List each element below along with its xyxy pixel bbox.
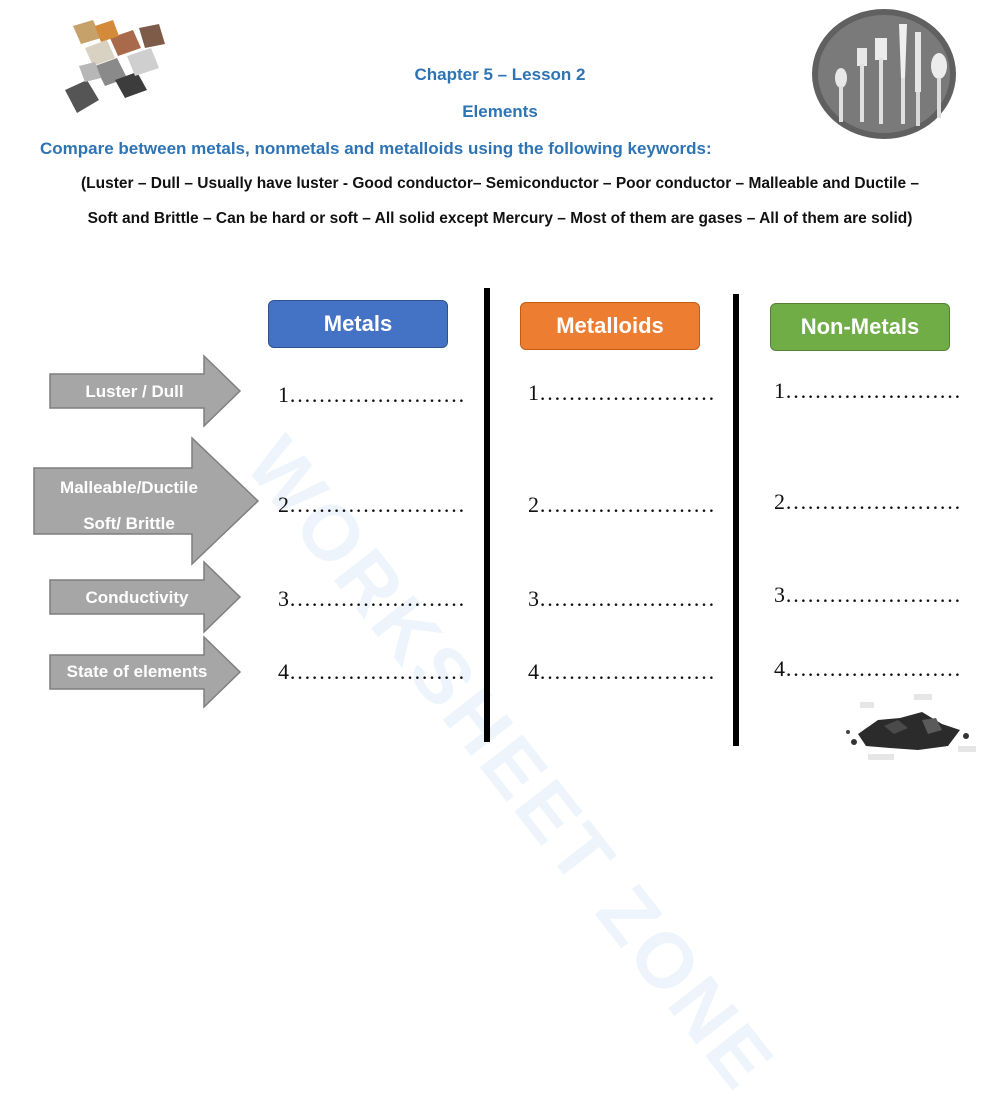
row-label-malleable: Malleable/Ductile bbox=[60, 478, 198, 497]
metals-blank-3[interactable]: 3…………………… bbox=[278, 586, 465, 611]
metalloids-blank-4[interactable]: 4…………………… bbox=[528, 659, 715, 684]
arrow-conductivity bbox=[49, 560, 242, 634]
cutlery-image bbox=[812, 9, 956, 139]
element-cubes-image bbox=[65, 20, 165, 113]
nonmetals-blank-3[interactable]: 3…………………… bbox=[774, 582, 961, 607]
nonmetals-blank-4[interactable]: 4…………………… bbox=[774, 656, 961, 681]
metals-blank-2[interactable]: 2…………………… bbox=[278, 492, 465, 517]
chapter-title: Chapter 5 – Lesson 2 bbox=[414, 65, 586, 84]
divider-left bbox=[484, 288, 490, 742]
divider-right bbox=[733, 294, 739, 746]
instruction-text: Compare between metals, nonmetals and me… bbox=[40, 139, 712, 158]
arrow-malleable bbox=[33, 436, 260, 566]
metals-blank-1[interactable]: 1…………………… bbox=[278, 382, 465, 407]
metalloids-blank-2[interactable]: 2…………………… bbox=[528, 492, 715, 517]
keywords-line-1: (Luster – Dull – Usually have luster - G… bbox=[80, 175, 920, 192]
arrow-luster bbox=[49, 354, 242, 428]
row-label-soft-brittle: Soft/ Brittle bbox=[83, 514, 175, 533]
topic-title: Elements bbox=[462, 102, 538, 121]
metals-blank-4[interactable]: 4…………………… bbox=[278, 659, 465, 684]
nonmetals-header: Non-Metals bbox=[770, 303, 950, 351]
nonmetals-blank-1[interactable]: 1…………………… bbox=[774, 378, 961, 403]
row-label-state: State of elements bbox=[66, 662, 208, 681]
metalloids-blank-3[interactable]: 3…………………… bbox=[528, 586, 715, 611]
row-label-conductivity: Conductivity bbox=[85, 588, 189, 607]
rocks-image bbox=[846, 694, 976, 760]
nonmetals-blank-2[interactable]: 2…………………… bbox=[774, 489, 961, 514]
metalloids-header: Metalloids bbox=[520, 302, 700, 350]
keywords-line-2: Soft and Brittle – Can be hard or soft –… bbox=[87, 210, 913, 227]
row-label-luster: Luster / Dull bbox=[85, 382, 184, 401]
metalloids-blank-1[interactable]: 1…………………… bbox=[528, 380, 715, 405]
metals-header: Metals bbox=[268, 300, 448, 348]
arrow-state bbox=[49, 635, 242, 709]
